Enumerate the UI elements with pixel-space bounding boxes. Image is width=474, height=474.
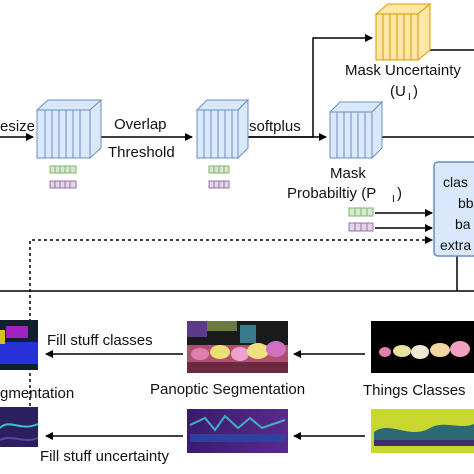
svg-text:): ) [413,83,418,100]
image-panoptic-segmentation [187,321,288,373]
label-fill-stuff-classes: Fill stuff classes [47,332,153,349]
extract-line-1: clas [443,174,468,190]
label-segmentation: gmentation [0,385,74,402]
tensor-block-2 [195,98,250,160]
svg-text:I: I [408,92,411,103]
image-uncertainty-right [371,409,474,453]
token-strip-purple-3 [348,222,374,232]
label-threshold: Threshold [108,144,175,161]
token-strip-purple-1 [49,180,77,189]
token-strip-purple-2 [208,180,230,189]
token-strip-green-2 [208,165,230,174]
label-mask-probability: Probabiltiy (P I ) [287,185,402,205]
image-uncertainty-left [0,407,39,447]
label-softplus: softplus [249,118,301,135]
svg-text:(U: (U [390,83,406,100]
label-panoptic-segmentation: Panoptic Segmentation [150,381,305,398]
image-things-classes [371,321,474,373]
connector-lines [0,34,474,440]
token-strip-green-3 [348,207,374,217]
extract-line-4: extra [440,237,471,253]
image-segmentation-left [0,320,38,370]
label-things-classes: Things Classes [363,382,466,399]
label-fill-stuff-uncertainty: Fill stuff uncertainty [40,448,169,465]
label-overlap: Overlap [114,116,167,133]
extract-line-3: ba [455,216,471,232]
image-uncertainty-mid [187,409,288,453]
label-resize: esize [0,118,35,135]
tensor-block-probability [328,100,384,160]
svg-text:): ) [397,185,402,202]
dashed-connector [29,236,433,430]
extract-line-2: bb [458,195,474,211]
svg-text:Probabiltiy (P: Probabiltiy (P [287,185,376,202]
tensor-block-1 [35,98,103,160]
extraction-box: clas bb ba extra [433,161,474,257]
label-mask-uncertainty: Mask Uncertainty [345,62,461,79]
token-strip-green-1 [49,165,77,174]
label-uncertainty-symbol: (U I ) [390,83,418,103]
label-mask: Mask [330,165,366,182]
tensor-block-uncertainty [374,2,432,62]
svg-text:I: I [392,194,395,205]
